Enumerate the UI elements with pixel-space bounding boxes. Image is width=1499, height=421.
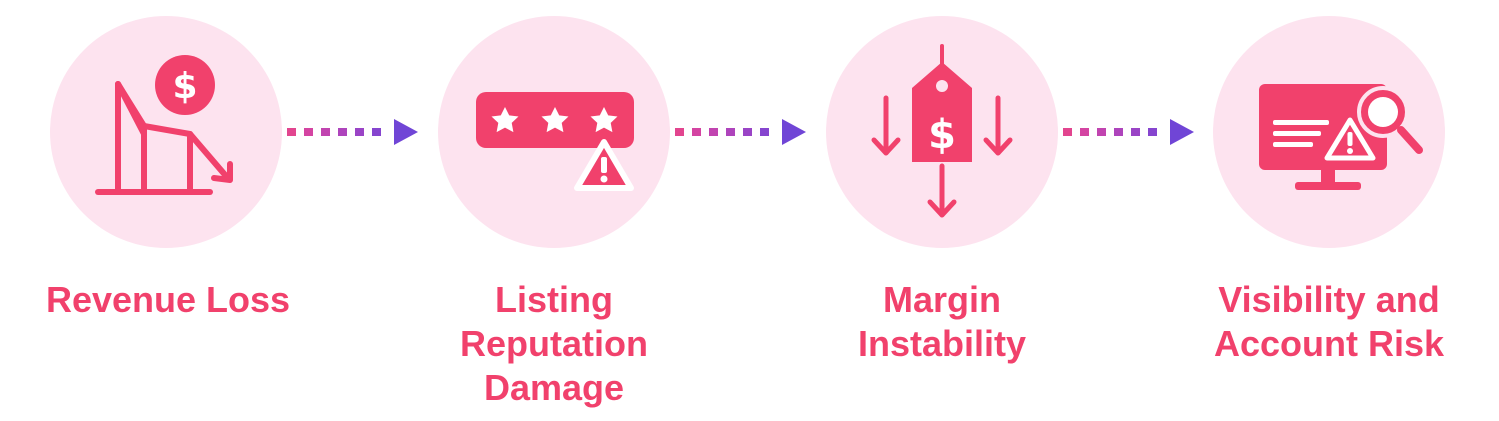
step-1-circle: $: [50, 16, 282, 248]
flow-arrow-3: [1063, 119, 1194, 145]
step-3-label: Margin Instability: [777, 278, 1107, 366]
step-2-label-line-1: Listing: [495, 279, 613, 320]
step-2-label: Listing Reputation Damage: [389, 278, 719, 410]
step-4-label: Visibility and Account Risk: [1164, 278, 1494, 366]
step-2-label-line-3: Damage: [483, 367, 625, 408]
flow-arrow-2: [675, 119, 806, 145]
svg-text:$: $: [928, 112, 956, 158]
star-rating-warning-icon: [476, 92, 634, 191]
step-4-label-line-1: Visibility and: [1218, 279, 1440, 320]
step-3-label-line-1: Margin: [882, 279, 1001, 320]
step-2-circle: [438, 16, 670, 248]
step-4-circle: [1213, 16, 1445, 248]
flow-arrow-1: [287, 119, 418, 145]
monitor-search-warning-icon: [1259, 84, 1423, 190]
price-tag-drop-icon: $: [871, 44, 1013, 218]
step-3-circle: $: [826, 16, 1058, 248]
revenue-decline-icon: $: [95, 55, 233, 195]
step-2-label-line-2: Reputation: [460, 323, 648, 364]
step-3-label-line-2: Instability: [857, 323, 1027, 364]
step-1-label-line-1: Revenue Loss: [45, 279, 291, 320]
svg-text:$: $: [172, 66, 197, 107]
step-1-label: Revenue Loss: [3, 278, 333, 322]
step-4-label-line-2: Account Risk: [1213, 323, 1445, 364]
